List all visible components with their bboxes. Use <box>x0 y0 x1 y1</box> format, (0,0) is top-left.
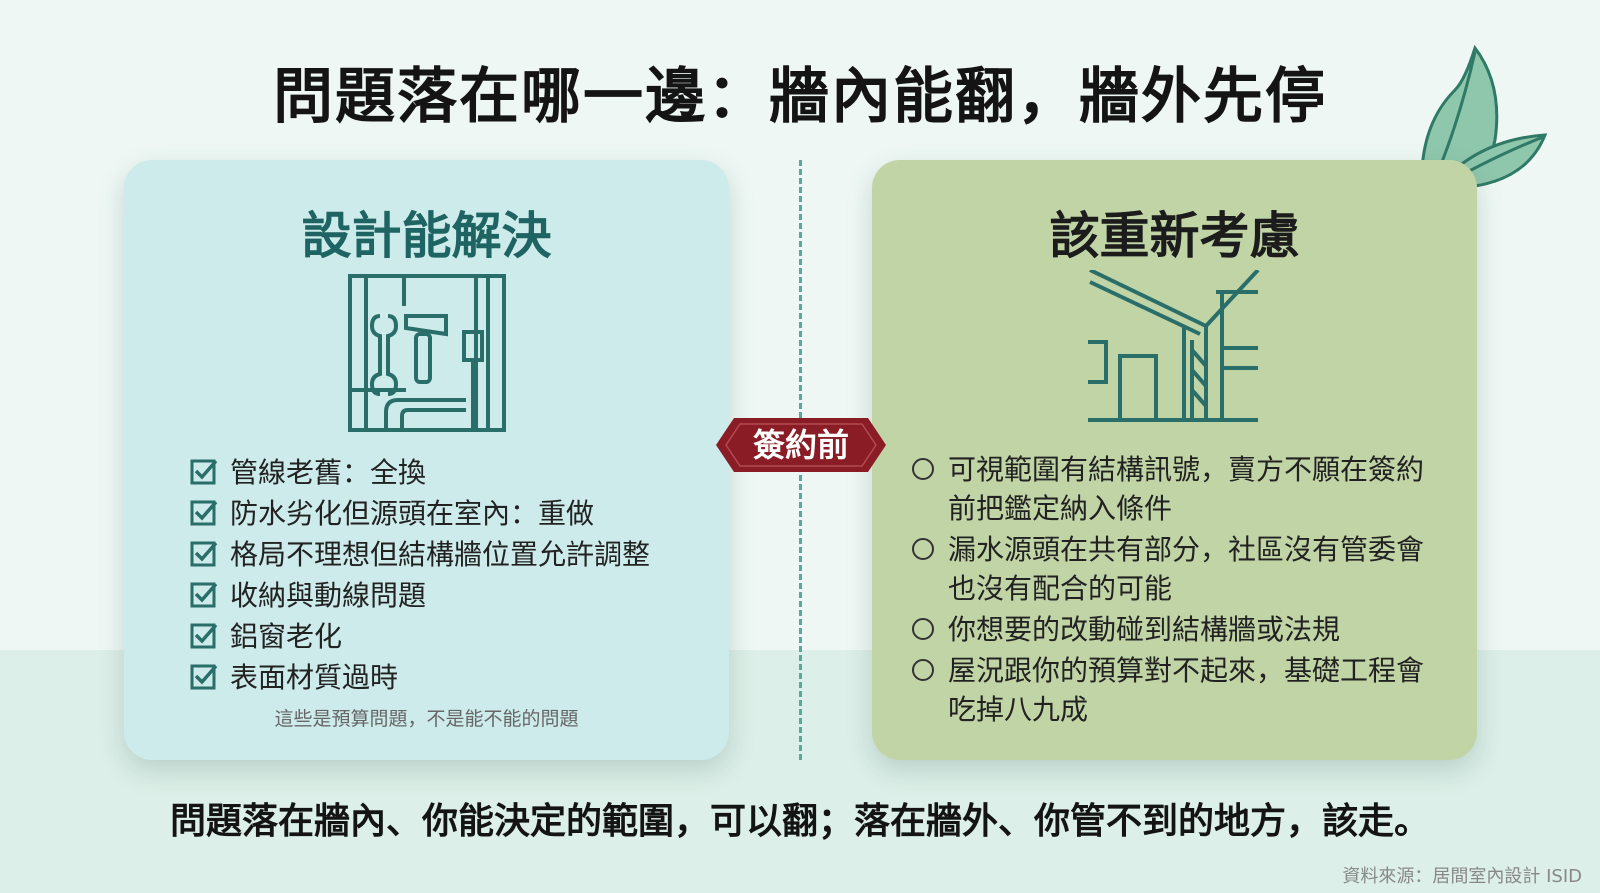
list-item: 防水劣化但源頭在室內：重做 <box>190 491 710 532</box>
list-item: 漏水源頭在共有部分，社區沒有管委會也沒有配合的可能 <box>908 530 1448 608</box>
list-item-label: 格局不理想但結構牆位置允許調整 <box>230 537 651 571</box>
list-item-label: 鋁窗老化 <box>230 619 343 653</box>
design-solvable-card: 設計能解決 管線老舊：全換 防水劣化但源頭在室內：重做 格局不理想但結構牆位置允… <box>124 160 729 760</box>
conclusion-text: 問題落在牆內、你能決定的範圍，可以翻；落在牆外、你管不到的地方，該走。 <box>169 801 1430 842</box>
wall-tools-icon <box>348 274 506 432</box>
page-title: 問題落在哪一邊：牆內能翻，牆外先停 <box>273 62 1327 132</box>
list-item-label: 管線老舊：全換 <box>230 455 427 489</box>
design-solvable-title: 設計能解決 <box>301 207 552 265</box>
list-item-label: 你想要的改動碰到結構牆或法規 <box>948 613 1341 646</box>
list-item: 表面材質過時 <box>190 655 710 696</box>
list-item-label: 漏水源頭在共有部分，社區沒有管委會也沒有配合的可能 <box>948 533 1425 605</box>
reconsider-list: 可視範圍有結構訊號，賣方不願在簽約前把鑑定納入條件 漏水源頭在共有部分，社區沒有… <box>908 450 1448 731</box>
list-item: 格局不理想但結構牆位置允許調整 <box>190 532 710 573</box>
checkbox-icon <box>190 623 218 648</box>
reconsider-title: 該重新考慮 <box>1049 207 1300 265</box>
list-item: 屋況跟你的預算對不起來，基礎工程會吃掉八九成 <box>908 651 1448 729</box>
list-item: 你想要的改動碰到結構牆或法規 <box>908 610 1448 649</box>
source-credit: 資料來源：居間室內設計 ISID <box>1342 866 1582 887</box>
checkbox-icon <box>190 541 218 566</box>
list-item: 管線老舊：全換 <box>190 450 710 491</box>
checkbox-icon <box>190 664 218 689</box>
design-solvable-list: 管線老舊：全換 防水劣化但源頭在室內：重做 格局不理想但結構牆位置允許調整 收納… <box>190 450 710 696</box>
list-item-label: 表面材質過時 <box>230 660 399 694</box>
list-item: 鋁窗老化 <box>190 614 710 655</box>
list-item-label: 防水劣化但源頭在室內：重做 <box>230 496 595 530</box>
list-item-label: 屋況跟你的預算對不起來，基礎工程會吃掉八九成 <box>948 654 1425 726</box>
circle-bullet-icon <box>912 618 934 640</box>
checkbox-icon <box>190 582 218 607</box>
circle-bullet-icon <box>912 538 934 560</box>
pre-contract-badge-shape <box>716 418 886 472</box>
checkbox-icon <box>190 459 218 484</box>
circle-bullet-icon <box>912 458 934 480</box>
reconsider-card: 該重新考慮 可視範圍有結構訊號，賣方不願在簽約前把鑑定納入條件 漏水源頭在共有部… <box>872 160 1477 760</box>
circle-bullet-icon <box>912 659 934 681</box>
checkbox-icon <box>190 500 218 525</box>
list-item-label: 收納與動線問題 <box>230 578 427 612</box>
house-structure-icon <box>1088 270 1260 422</box>
list-item: 收納與動線問題 <box>190 573 710 614</box>
list-item-label: 可視範圍有結構訊號，賣方不願在簽約前把鑑定納入條件 <box>948 453 1425 525</box>
list-item: 可視範圍有結構訊號，賣方不願在簽約前把鑑定納入條件 <box>908 450 1448 528</box>
budget-note: 這些是預算問題，不是能不能的問題 <box>274 708 579 730</box>
pre-contract-badge: 簽約前 <box>752 426 849 464</box>
